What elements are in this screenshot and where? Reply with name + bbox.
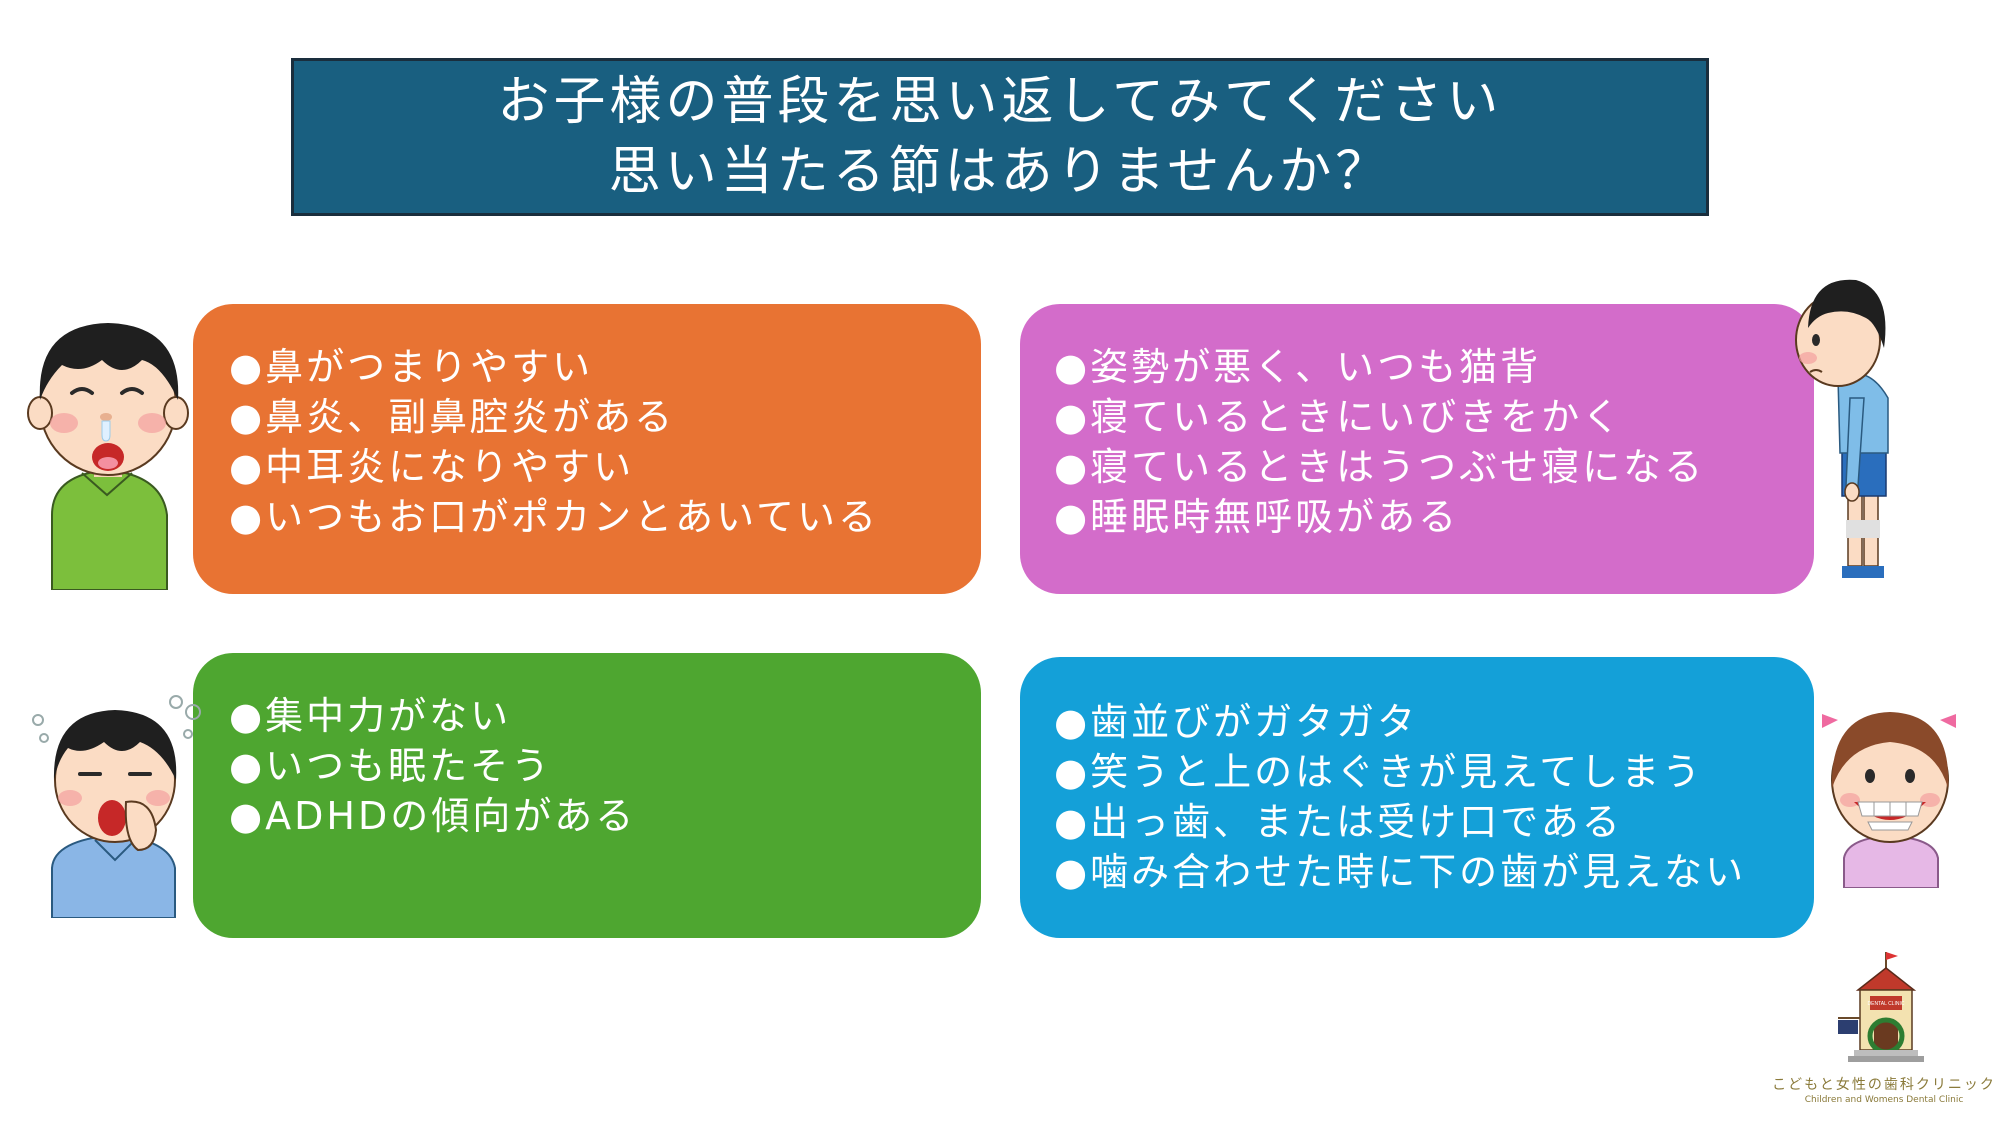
title-line-2: 思い当たる節はありませんか？ [608,142,1392,202]
symptom-item: ●ADHDの傾向がある [229,794,637,838]
title-banner: お子様の普段を思い返してみてください 思い当たる節はありませんか？ [291,58,1709,216]
sleepy-boy-illustration [32,695,201,918]
symptom-list: ●集中力がない ●いつも眠たそう ●ADHDの傾向がある [229,691,981,841]
symptom-item: ●出っ歯、または受け口である [1054,800,1623,844]
symptom-item: ●寝ているときはうつぶせ寝になる [1054,445,1706,489]
symptom-item: ●鼻がつまりやすい [229,345,594,389]
symptom-item: ●中耳炎になりやすい [229,445,635,489]
symptom-item: ●いつもお口がポカンとあいている [229,495,880,539]
symptom-list: ●歯並びがガタガタ ●笑うと上のはぐきが見えてしまう ●出っ歯、または受け口であ… [1054,697,1814,897]
girl-teeth-illustration [1822,712,1956,888]
symptom-list: ●鼻がつまりやすい ●鼻炎、副鼻腔炎がある ●中耳炎になりやすい ●いつもお口が… [229,342,981,542]
symptom-card-focus: ●集中力がない ●いつも眠たそう ●ADHDの傾向がある [193,653,981,938]
symptom-item: ●寝ているときにいびきをかく [1054,395,1624,439]
stuffy-nose-boy-illustration [27,323,189,590]
symptom-item: ●いつも眠たそう [229,744,553,788]
symptom-item: ●歯並びがガタガタ [1054,700,1419,744]
title-line-1: お子様の普段を思い返してみてください [497,72,1503,132]
symptom-item: ●集中力がない [229,694,512,738]
symptom-item: ●姿勢が悪く、いつも猫背 [1054,345,1542,389]
slouching-boy-illustration [1795,279,1889,578]
clinic-logo: DENTAL CLINIC [1838,952,1924,1062]
clinic-name-en: Children and Womens Dental Clinic [1804,1095,1964,1105]
clinic-name: こどもと女性の歯科クリニック [1772,1077,1996,1093]
symptom-item: ●鼻炎、副鼻腔炎がある [229,395,676,439]
symptom-item: ●笑うと上のはぐきが見えてしまう [1054,750,1704,794]
symptom-card-teeth: ●歯並びがガタガタ ●笑うと上のはぐきが見えてしまう ●出っ歯、または受け口であ… [1020,657,1814,938]
symptom-item: ●睡眠時無呼吸がある [1054,495,1460,539]
logo-sign-text: DENTAL CLINIC [1868,1001,1905,1007]
symptom-card-nose: ●鼻がつまりやすい ●鼻炎、副鼻腔炎がある ●中耳炎になりやすい ●いつもお口が… [193,304,981,594]
symptom-list: ●姿勢が悪く、いつも猫背 ●寝ているときにいびきをかく ●寝ているときはうつぶせ… [1054,342,1814,542]
symptom-card-posture: ●姿勢が悪く、いつも猫背 ●寝ているときにいびきをかく ●寝ているときはうつぶせ… [1020,304,1814,594]
symptom-item: ●噛み合わせた時に下の歯が見えない [1054,850,1747,894]
